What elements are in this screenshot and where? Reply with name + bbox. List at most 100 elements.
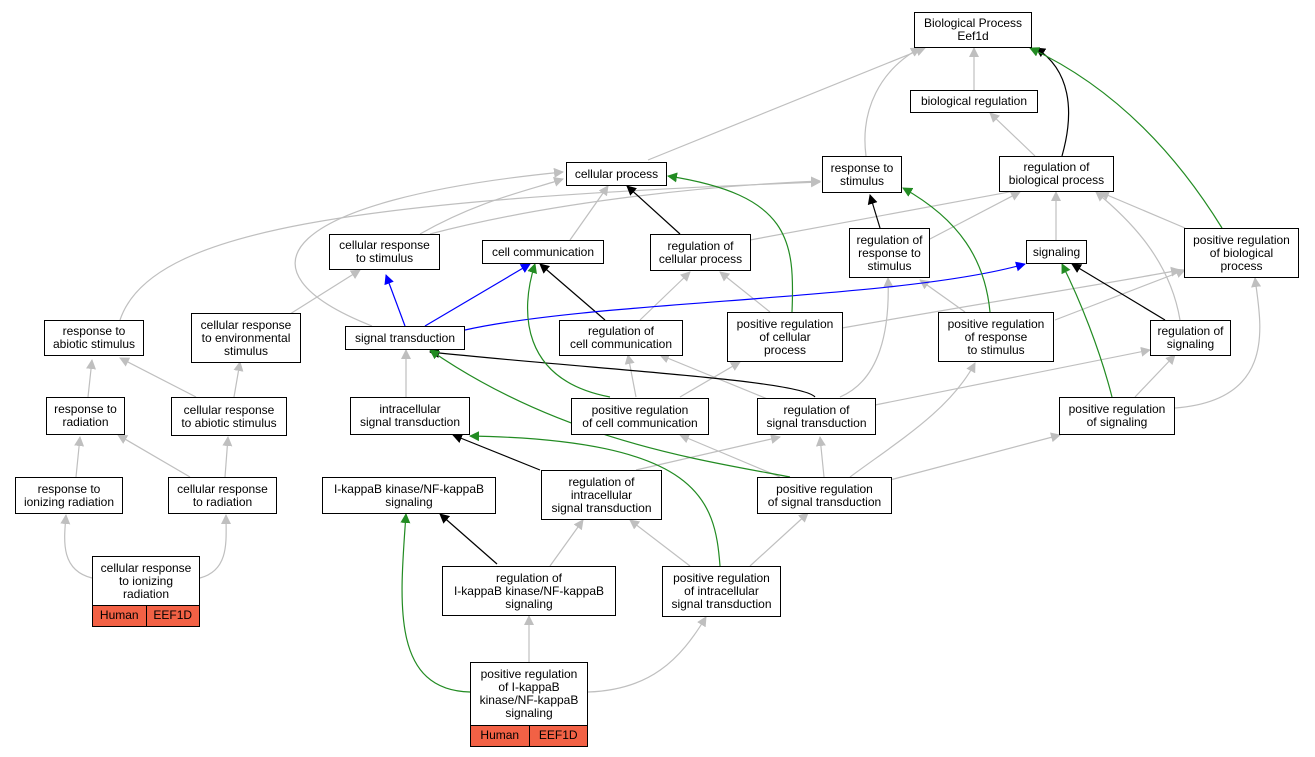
annotation-positive-regulation-of-ikappab-kinase-signaling: Human EEF1D [470, 725, 588, 747]
node-cell-communication[interactable]: cell communication [482, 240, 604, 264]
node-positive-regulation-of-response-to-stimulus[interactable]: positive regulation of response to stimu… [938, 312, 1054, 362]
node-positive-regulation-of-biological-process[interactable]: positive regulation of biological proces… [1184, 228, 1299, 278]
edge-cellresprad-respradi [117, 434, 191, 478]
node-regulation-of-cell-communication[interactable]: regulation of cell communication [559, 320, 683, 356]
edge-cellrespstim-respstim [429, 176, 821, 235]
node-cellular-response-to-environmental-stimulus[interactable]: cellular response to environmental stimu… [191, 313, 301, 363]
edge-regcellcomm-regcellproc [639, 271, 691, 321]
edge-posregintra-intrasig [469, 431, 721, 567]
species-tag: Human [471, 726, 529, 746]
node-intracellular-signal-transduction[interactable]: intracellular signal transduction [350, 397, 470, 435]
node-biological-regulation[interactable]: biological regulation [910, 90, 1038, 113]
edge-posregsignaling-signaling [1061, 263, 1113, 398]
node-regulation-of-intracellular-signal-transduction[interactable]: regulation of intracellular signal trans… [541, 470, 662, 520]
edge-poscellproc-regcellproc [719, 271, 771, 313]
annotation-cellular-response-to-ionizing-radiation: Human EEF1D [92, 605, 200, 627]
node-cellular-response-to-stimulus[interactable]: cellular response to stimulus [329, 234, 440, 270]
node-positive-regulation-of-signal-transduction[interactable]: positive regulation of signal transducti… [757, 477, 892, 514]
edge-posregintra-posregsigtrans [749, 512, 809, 567]
edge-posregsigtrans-sigtrans [429, 349, 791, 478]
edge-cellrespstim-cellproc [419, 177, 564, 235]
edge-poscellproc-cellproc [667, 172, 794, 313]
edge-cellrespion-cellresprad [199, 514, 232, 579]
edge-cellproc-root [647, 46, 926, 161]
edge-cellrespenv-cellrespstim [289, 269, 361, 315]
edge-poscellcomm-regcellcomm [624, 354, 637, 398]
edge-regrespstim-respstim [867, 194, 881, 229]
edge-regikk-ikk [439, 513, 498, 565]
edge-posregikk-posregintra [587, 616, 707, 693]
edge-posregsigtrans-posregsignaling [889, 432, 1061, 481]
node-regulation-of-ikappab-kinase-signaling[interactable]: regulation of I-kappaB kinase/NF-kappaB … [442, 566, 616, 616]
edge-cellcomm-cellproc [569, 185, 609, 241]
edge-regbio-root [1035, 47, 1070, 157]
gene-tag: EEF1D [145, 606, 199, 626]
node-regulation-of-response-to-stimulus[interactable]: regulation of response to stimulus [849, 228, 930, 278]
edge-regcellproc-cellproc [626, 185, 681, 235]
node-regulation-of-cellular-process[interactable]: regulation of cellular process [650, 234, 751, 271]
edge-posregsigtrans-posregrespstim [849, 362, 976, 478]
edge-sigtrans-signaling [464, 261, 1026, 331]
node-ikappab-kinase-nf-kappab-signaling[interactable]: I-kappaB kinase/NF-kappaB signaling [322, 477, 496, 514]
node-positive-regulation-of-ikappab-kinase-signaling[interactable]: positive regulation of I-kappaB kinase/N… [470, 662, 588, 725]
edge-posregrespstim-regrespstim [919, 279, 966, 313]
edge-posregsigtrans-poscellcomm [679, 433, 781, 478]
edge-respradi-respabiotic [86, 359, 97, 398]
edge-regrespstim-regbio [927, 191, 1021, 241]
edge-regintra-intrasig [452, 433, 541, 471]
edge-regsigtrans-regsignaling [874, 346, 1151, 406]
node-response-to-radiation[interactable]: response to radiation [46, 397, 125, 435]
edge-regsigtrans-regrespstim [839, 277, 894, 398]
node-cellular-process[interactable]: cellular process [566, 162, 667, 186]
edge-regsigtrans-sigtrans [429, 347, 816, 398]
edge-regsignaling-signaling [1071, 263, 1166, 321]
edge-sigtrans-cellrespstim [384, 274, 406, 327]
node-signal-transduction[interactable]: signal transduction [345, 326, 465, 350]
edge-regikk-regintra [549, 519, 584, 567]
edge-posregrespstim-posregbio [1054, 268, 1186, 321]
node-cellular-response-to-abiotic-stimulus[interactable]: cellular response to abiotic stimulus [171, 397, 287, 436]
edge-posregintra-regintra [629, 519, 691, 567]
edge-regsigtrans-regcellcomm [659, 353, 771, 401]
edge-sigtrans-cellcomm [424, 263, 531, 327]
node-response-to-abiotic-stimulus[interactable]: response to abiotic stimulus [44, 320, 144, 356]
node-signaling[interactable]: signaling [1026, 240, 1087, 264]
node-positive-regulation-of-cellular-process[interactable]: positive regulation of cellular process [727, 312, 843, 362]
edge-sigtrans-cellproc [294, 167, 564, 327]
node-regulation-of-signaling[interactable]: regulation of signaling [1150, 320, 1231, 356]
node-positive-regulation-of-intracellular-signal-transduction[interactable]: positive regulation of intracellular sig… [662, 566, 781, 617]
node-response-to-stimulus[interactable]: response to stimulus [822, 156, 902, 193]
node-response-to-ionizing-radiation[interactable]: response to ionizing radiation [15, 477, 123, 514]
edge-posregbio-regbio [1099, 190, 1186, 229]
edge-posregsigtrans-regsigtrans [815, 436, 826, 478]
edge-regsignaling-regbio [1095, 191, 1181, 321]
edge-poscellcomm-poscellproc [679, 361, 741, 398]
edge-posregsignaling-regsignaling [1134, 354, 1176, 398]
node-positive-regulation-of-signaling[interactable]: positive regulation of signaling [1059, 397, 1175, 435]
edge-posregsignaling-posregbio [1174, 277, 1262, 409]
node-positive-regulation-of-cell-communication[interactable]: positive regulation of cell communicatio… [571, 398, 709, 435]
edge-regbio-bioreg [989, 112, 1036, 157]
edge-posregbio-root [1029, 47, 1223, 229]
node-root[interactable]: Biological Process Eef1d [914, 12, 1032, 48]
node-cellular-response-to-ionizing-radiation[interactable]: cellular response to ionizing radiation [92, 556, 200, 605]
node-regulation-of-signal-transduction[interactable]: regulation of signal transduction [757, 398, 876, 435]
edge-respstim-root [864, 47, 921, 157]
edge-posregikk-ikk [400, 513, 471, 693]
edge-poscellcomm-cellcomm [527, 263, 611, 398]
edge-poscellproc-posregbio [841, 266, 1181, 329]
edge-regcellcomm-cellcomm [539, 263, 606, 321]
node-regulation-of-biological-process[interactable]: regulation of biological process [999, 156, 1114, 192]
edge-posregrespstim-respstim [902, 187, 991, 313]
edge-cellrespion-respion [60, 514, 93, 579]
species-tag: Human [93, 606, 146, 626]
edge-respion-respradi [74, 436, 85, 478]
edge-regintra-regsigtrans [635, 434, 781, 471]
edge-regcellproc-regbio [749, 186, 1021, 241]
edge-cellrespabiotic-cellrespenv [233, 361, 244, 398]
edge-cellresprad-cellrespabiotic [222, 436, 233, 478]
node-cellular-response-to-radiation[interactable]: cellular response to radiation [168, 477, 277, 514]
gene-tag: EEF1D [528, 726, 587, 746]
edge-cellrespabiotic-respabiotic [119, 357, 197, 398]
